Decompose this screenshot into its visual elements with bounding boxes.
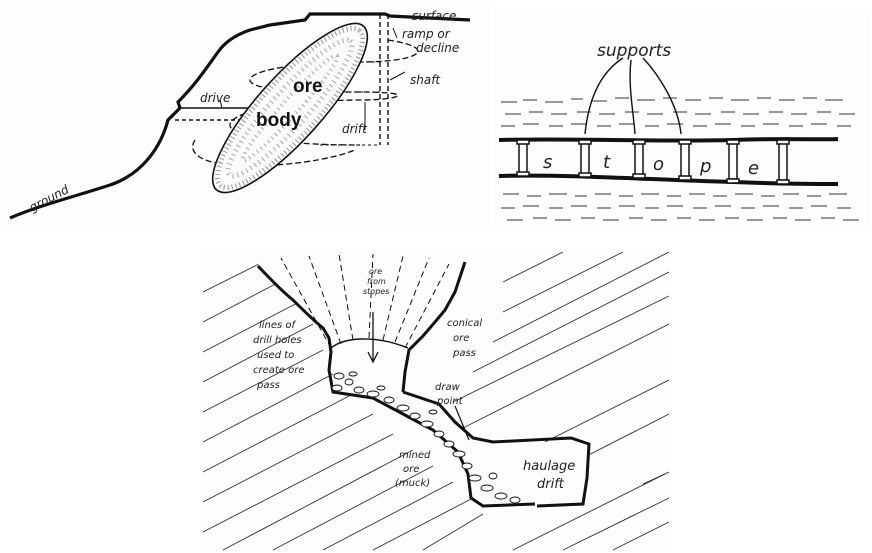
ore-from-stopes-3: stopes	[363, 287, 389, 296]
supports-arrows	[585, 58, 681, 134]
supports-label: supports	[597, 41, 671, 61]
draw-point-label-1: draw	[435, 382, 461, 393]
stope-supports-panel: supports s t o p e	[493, 14, 870, 230]
conical-label-1: conical	[447, 318, 482, 329]
stope-letter-e: e	[748, 158, 759, 179]
ore-pass-panel: ore from stopes lines of drill holes use…	[203, 252, 669, 552]
drill-holes-label-5: pass	[256, 380, 280, 391]
ore-from-stopes-1: ore	[369, 267, 382, 276]
shaft-lines	[380, 14, 388, 145]
stope-letter-p: p	[699, 156, 711, 177]
decline-label: decline	[416, 41, 459, 55]
drive-label: drive	[200, 91, 230, 105]
rock-hatching	[501, 98, 859, 220]
drill-holes-label-4: create ore	[253, 365, 305, 376]
stope-letter-s: s	[543, 152, 552, 173]
surface-label: surface	[412, 9, 456, 23]
stope-drawing: supports s t o p e	[493, 14, 870, 230]
ore-from-stopes-2: from	[367, 277, 386, 286]
mined-ore-label-2: ore	[403, 464, 419, 475]
ramp-label: ramp or	[402, 27, 451, 41]
drill-holes-label-2: drill holes	[253, 335, 302, 346]
mined-ore-label-3: (muck)	[395, 478, 430, 489]
drill-holes-label-1: lines of	[259, 320, 297, 331]
mine-cross-section-drawing: surface ramp or decline shaft drive drif…	[0, 0, 490, 230]
stope-letter-o: o	[653, 154, 664, 175]
conical-label-2: ore	[453, 333, 469, 344]
ore-pass-drawing: ore from stopes lines of drill holes use…	[203, 252, 669, 552]
mined-ore-label-1: mined	[399, 450, 431, 461]
ore-label: ore	[293, 76, 323, 97]
draw-point-label-2: point	[436, 396, 464, 407]
drill-holes-label-3: used to	[257, 350, 294, 361]
conical-label-3: pass	[452, 348, 476, 359]
stope-letter-t: t	[603, 152, 611, 173]
mine-cross-section-panel: surface ramp or decline shaft drive drif…	[0, 0, 490, 230]
body-label: body	[256, 110, 302, 131]
haulage-label-2: drift	[537, 477, 565, 492]
drift-label: drift	[342, 122, 368, 136]
haulage-label-1: haulage	[523, 459, 575, 474]
shaft-label: shaft	[410, 73, 441, 87]
